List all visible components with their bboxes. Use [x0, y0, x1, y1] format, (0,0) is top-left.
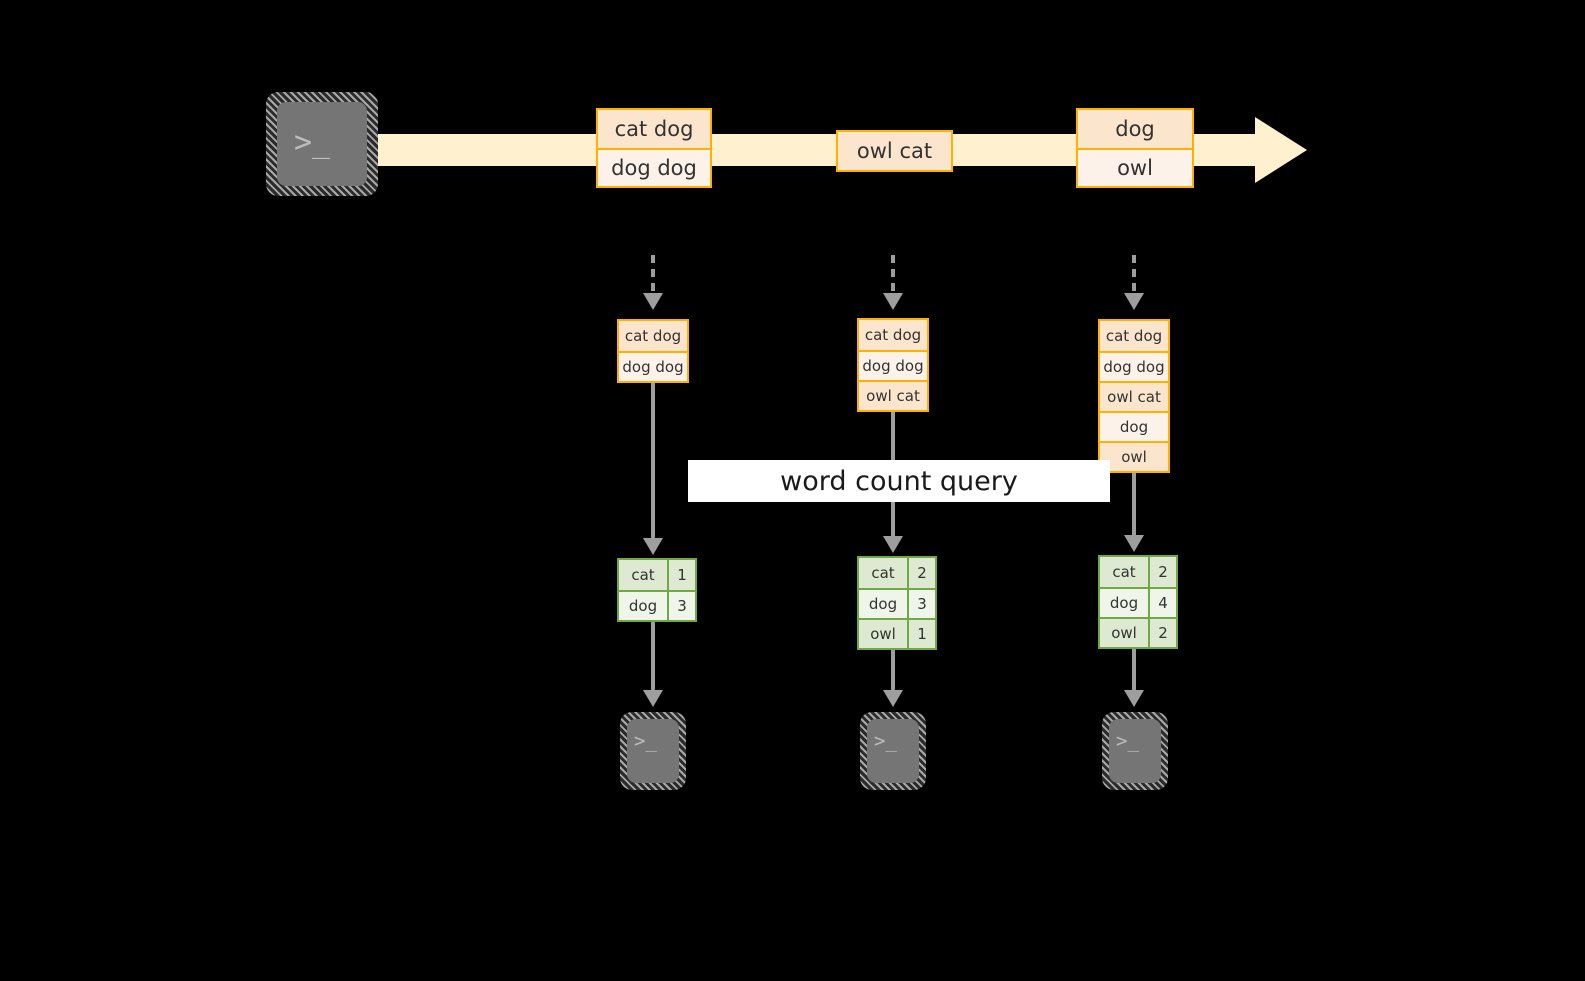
- snapshot-line: dog: [1100, 411, 1168, 441]
- terminal-prompt-glyph: >_: [634, 730, 657, 752]
- table-cell-count: 2: [1148, 557, 1176, 587]
- terminal-prompt-glyph: >_: [874, 730, 897, 752]
- query-label-text: word count query: [780, 465, 1018, 497]
- column-2-sink-arrowhead: [883, 690, 903, 707]
- column-3-query-arrowhead: [1124, 535, 1144, 552]
- terminal-face: [1109, 719, 1161, 783]
- query-label: word count query: [688, 460, 1110, 502]
- table-cell-word: dog: [859, 590, 907, 618]
- record-line: owl: [1078, 148, 1192, 186]
- table-cell-count: 3: [907, 590, 935, 618]
- table-cell-word: cat: [1100, 557, 1148, 587]
- table-cell-count: 1: [667, 560, 695, 590]
- column-2-sink-edge: [891, 650, 895, 692]
- column-1-sink-arrowhead: [643, 690, 663, 707]
- column-1-query-arrowhead: [643, 538, 663, 555]
- column-2-result-table: cat 2 dog 3 owl 1: [857, 556, 937, 650]
- table-row: owl 1: [859, 618, 935, 648]
- column-3-query-edge: [1132, 473, 1136, 545]
- table-cell-word: cat: [619, 560, 667, 590]
- table-row: dog 3: [859, 588, 935, 618]
- column-3-input-snapshot: cat dog dog dog owl cat dog owl: [1098, 319, 1170, 473]
- table-cell-count: 4: [1148, 589, 1176, 617]
- column-3-result-table: cat 2 dog 4 owl 2: [1098, 555, 1178, 649]
- stream-record-2: owl cat: [836, 130, 953, 172]
- column-1-sink-terminal-icon: >_: [620, 712, 686, 790]
- snapshot-line: cat dog: [1100, 321, 1168, 351]
- table-cell-word: cat: [859, 558, 907, 588]
- column-3-sink-arrowhead: [1124, 690, 1144, 707]
- snapshot-line: owl cat: [859, 380, 927, 410]
- stream-record-3: dog owl: [1076, 108, 1194, 188]
- snapshot-line: dog dog: [619, 351, 687, 381]
- stream-record-1: cat dog dog dog: [596, 108, 712, 188]
- column-1-query-edge: [651, 383, 655, 548]
- terminal-prompt-glyph: >_: [1116, 730, 1139, 752]
- record-line: dog dog: [598, 148, 710, 186]
- record-line: owl cat: [838, 132, 951, 170]
- snapshot-line: dog dog: [859, 350, 927, 380]
- terminal-prompt-glyph: >_: [294, 125, 331, 160]
- snapshot-line: owl: [1100, 441, 1168, 471]
- snapshot-tap-line-2: [891, 255, 895, 295]
- table-row: dog 4: [1100, 587, 1176, 617]
- table-row: cat 2: [1100, 557, 1176, 587]
- column-2-input-snapshot: cat dog dog dog owl cat: [857, 318, 929, 412]
- terminal-face: [867, 719, 919, 783]
- column-2-sink-terminal-icon: >_: [860, 712, 926, 790]
- table-row: cat 2: [859, 558, 935, 588]
- column-1-input-snapshot: cat dog dog dog: [617, 319, 689, 383]
- column-2-query-arrowhead: [883, 536, 903, 553]
- snapshot-tap-arrowhead-1: [643, 293, 663, 310]
- column-3-sink-edge: [1132, 649, 1136, 692]
- table-cell-count: 2: [907, 558, 935, 588]
- table-cell-count: 2: [1148, 619, 1176, 647]
- snapshot-line: owl cat: [1100, 381, 1168, 411]
- table-row: cat 1: [619, 560, 695, 590]
- column-3-sink-terminal-icon: >_: [1102, 712, 1168, 790]
- terminal-face: [277, 102, 367, 186]
- table-cell-count: 3: [667, 592, 695, 620]
- snapshot-tap-line-1: [651, 255, 655, 295]
- snapshot-tap-arrowhead-2: [883, 293, 903, 310]
- record-line: cat dog: [598, 110, 710, 148]
- terminal-face: [627, 719, 679, 783]
- table-cell-word: dog: [1100, 589, 1148, 617]
- column-1-result-table: cat 1 dog 3: [617, 558, 697, 622]
- snapshot-tap-line-3: [1132, 255, 1136, 295]
- table-cell-word: owl: [1100, 619, 1148, 647]
- table-cell-word: owl: [859, 620, 907, 648]
- stream-band-arrowhead: [1255, 117, 1307, 183]
- snapshot-line: cat dog: [619, 321, 687, 351]
- source-terminal-icon: >_: [266, 92, 378, 196]
- snapshot-line: cat dog: [859, 320, 927, 350]
- table-cell-count: 1: [907, 620, 935, 648]
- table-cell-word: dog: [619, 592, 667, 620]
- table-row: dog 3: [619, 590, 695, 620]
- table-row: owl 2: [1100, 617, 1176, 647]
- snapshot-line: dog dog: [1100, 351, 1168, 381]
- column-1-sink-edge: [651, 622, 655, 692]
- record-line: dog: [1078, 110, 1192, 148]
- snapshot-tap-arrowhead-3: [1124, 293, 1144, 310]
